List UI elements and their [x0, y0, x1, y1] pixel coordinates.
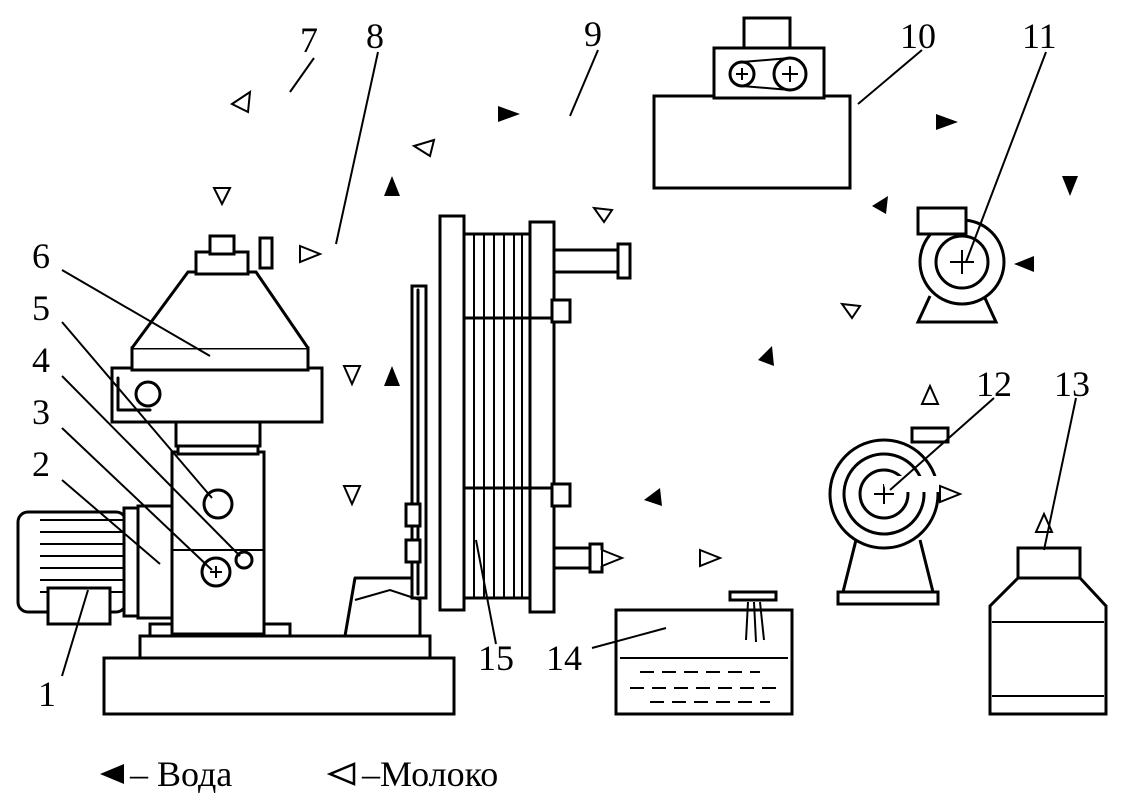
pipe-7: [214, 78, 938, 438]
label-2: 2: [32, 444, 50, 484]
electric-motor: [16, 506, 140, 626]
label-4: 4: [32, 340, 50, 380]
label-1: 1: [38, 674, 56, 714]
flow-arrows: [212, 89, 1078, 568]
base-platform: [102, 576, 456, 716]
pipe-8: [254, 236, 426, 556]
pump-12: [828, 426, 1052, 606]
tank-14: [614, 601, 794, 716]
legend: – Вода –Молоко: [100, 754, 498, 794]
label-8: 8: [366, 16, 384, 56]
water-arrow-icon: [100, 764, 124, 784]
legend-water-text: – Вода: [129, 754, 232, 794]
milk-arrow-icon: [326, 762, 356, 786]
label-12: 12: [976, 364, 1012, 404]
separator-drum: [110, 234, 324, 448]
separator-frame: [136, 438, 266, 636]
heat-exchanger-15: [404, 214, 632, 614]
label-14: 14: [546, 638, 582, 678]
tank-10: [652, 16, 852, 190]
leader-lines: [61, 49, 1077, 677]
pipe-water-diagonal: [574, 160, 952, 524]
label-3: 3: [32, 392, 50, 432]
component-labels: 1 2 3 4 5 6 7 8 9 10 11 12 13 14 15: [32, 14, 1090, 714]
pipe-to-tank-14: [594, 550, 778, 602]
label-5: 5: [32, 288, 50, 328]
label-15: 15: [478, 638, 514, 678]
label-7: 7: [300, 20, 318, 60]
label-9: 9: [584, 14, 602, 54]
label-13: 13: [1054, 364, 1090, 404]
pump-11: [915, 206, 1006, 324]
label-6: 6: [32, 236, 50, 276]
milk-can-13: [988, 546, 1108, 716]
legend-milk-text: –Молоко: [361, 754, 498, 794]
label-10: 10: [900, 16, 936, 56]
label-11: 11: [1022, 16, 1057, 56]
